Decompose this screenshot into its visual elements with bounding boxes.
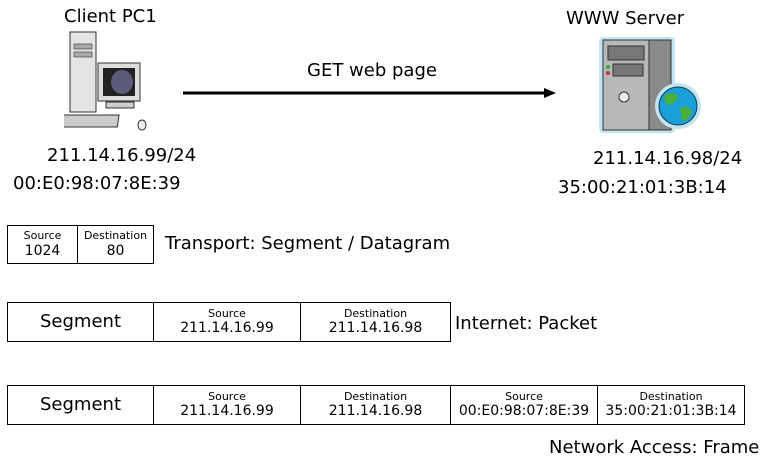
frame-ip-dest-label: Destination [343, 389, 408, 403]
internet-source-label: Source [208, 306, 246, 320]
server-mac: 35:00:21:01:3B:14 [558, 177, 727, 198]
frame-ip-dest-cell: Destination 211.14.16.98 [301, 386, 451, 424]
internet-label: Internet: Packet [455, 313, 598, 334]
network-access-label: Network Access: Frame [549, 437, 760, 458]
frame-mac-source-value: 00:E0:98:07:8E:39 [458, 403, 590, 420]
frame-ip-source-value: 211.14.16.99 [180, 403, 274, 420]
frame-ip-source-label: Source [208, 389, 246, 403]
internet-dest-label: Destination [343, 306, 408, 320]
request-arrow [183, 88, 556, 98]
frame-mac-dest-label: Destination [639, 389, 703, 403]
frame-payload: Segment [8, 386, 154, 424]
transport-dest-cell: Destination 80 [78, 226, 153, 263]
frame-mac-source-label: Source [505, 389, 543, 403]
client-mac: 00:E0:98:07:8E:39 [13, 173, 181, 194]
request-label: GET web page [307, 60, 437, 81]
transport-label: Transport: Segment / Datagram [165, 233, 451, 254]
server-name: WWW Server [566, 8, 685, 29]
frame-ip-dest-value: 211.14.16.98 [328, 403, 423, 420]
transport-source-value: 1024 [24, 242, 61, 259]
frame-mac-dest-value: 35:00:21:01:3B:14 [605, 403, 737, 420]
frame-mac-dest-cell: Destination 35:00:21:01:3B:14 [598, 386, 744, 424]
transport-dest-value: 80 [106, 242, 125, 259]
server-icon [599, 37, 701, 133]
internet-source-cell: Source 211.14.16.99 [154, 303, 301, 341]
frame-ip-source-cell: Source 211.14.16.99 [154, 386, 301, 424]
internet-payload: Segment [8, 303, 154, 341]
network-frame: Segment Source 211.14.16.99 Destination … [7, 385, 745, 425]
transport-source-label: Source [23, 229, 62, 243]
internet-dest-value: 211.14.16.98 [328, 320, 423, 337]
internet-source-value: 211.14.16.99 [180, 320, 274, 337]
internet-dest-cell: Destination 211.14.16.98 [301, 303, 450, 341]
internet-packet: Segment Source 211.14.16.99 Destination … [7, 302, 451, 342]
client-pc-icon [64, 31, 147, 131]
transport-dest-label: Destination [83, 229, 148, 243]
server-ip: 211.14.16.98/24 [593, 148, 743, 169]
transport-source-cell: Source 1024 [8, 226, 78, 263]
client-name: Client PC1 [64, 6, 157, 27]
client-ip: 211.14.16.99/24 [47, 145, 197, 166]
frame-mac-source-cell: Source 00:E0:98:07:8E:39 [451, 386, 598, 424]
transport-segment: Source 1024 Destination 80 [7, 225, 154, 264]
